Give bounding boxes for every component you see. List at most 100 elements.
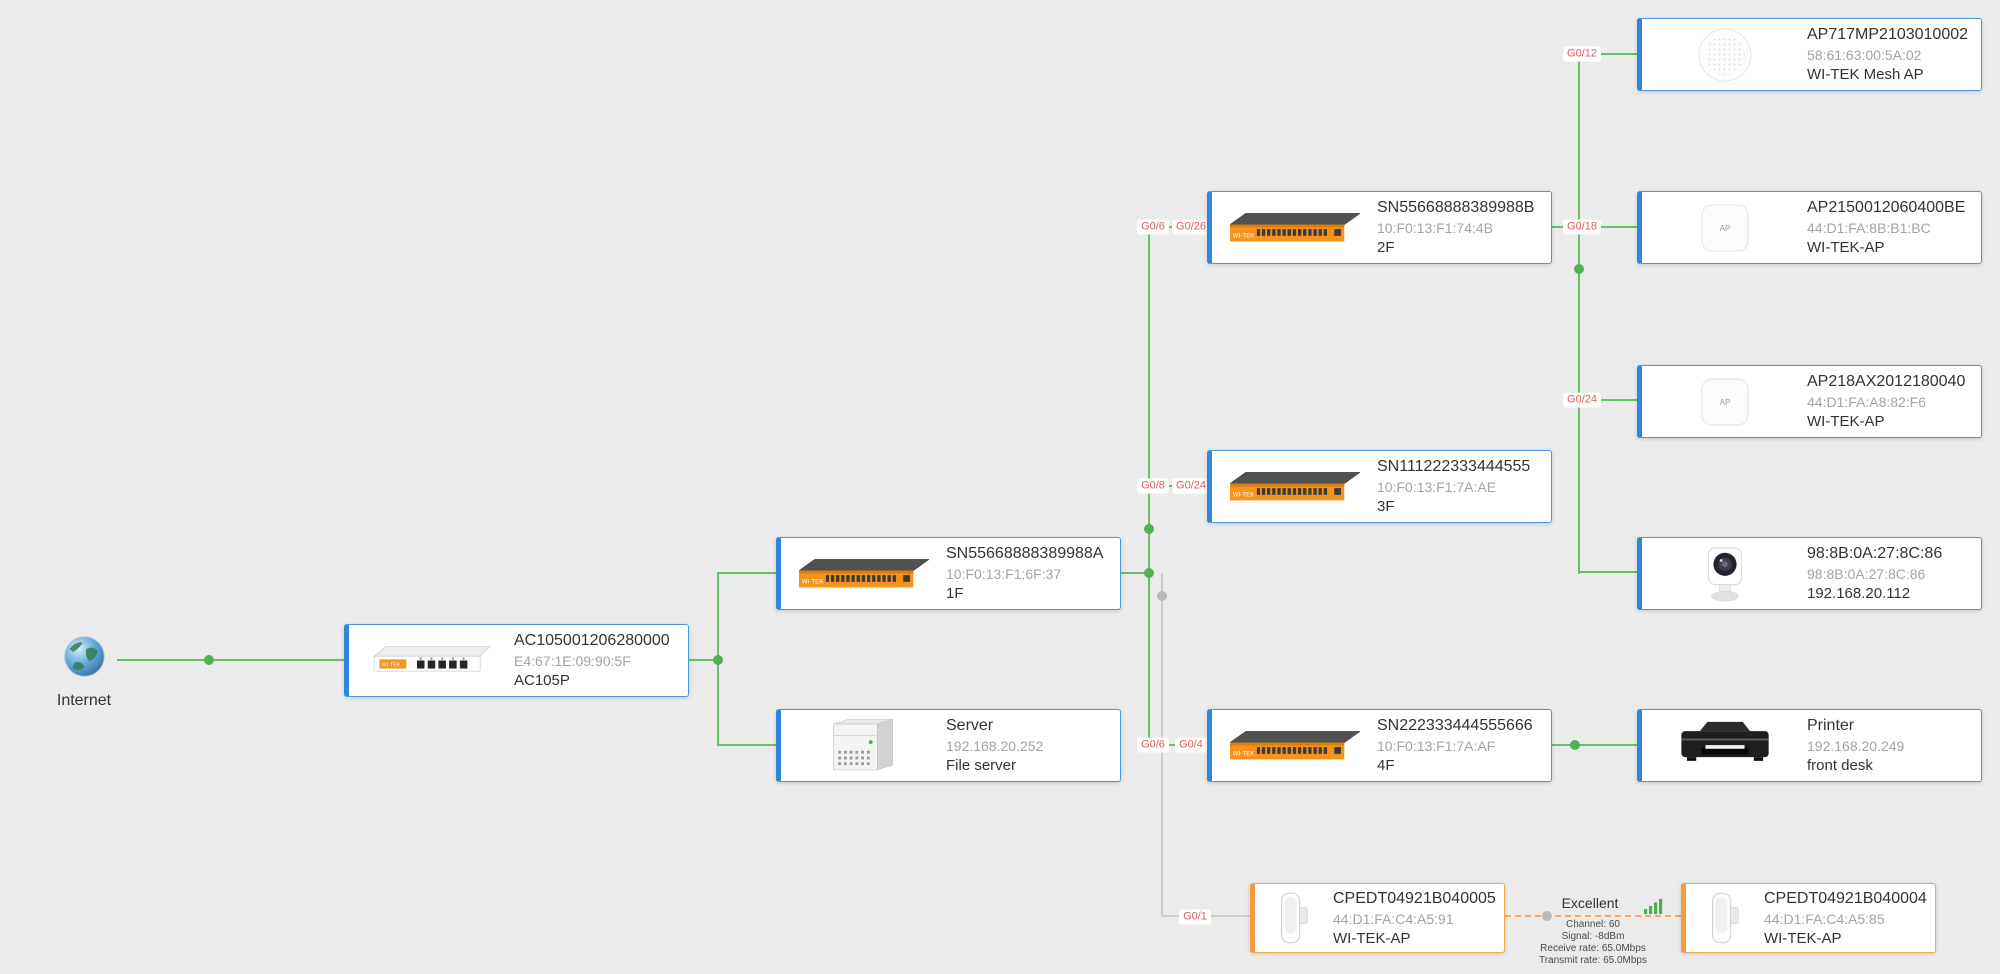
link-green-line	[1121, 572, 1149, 574]
signal-bars-icon	[1644, 898, 1664, 919]
node-title: SN111222333444555	[1377, 458, 1531, 475]
node-mac: 44:D1:FA:C4:A5:85	[1764, 910, 1885, 927]
link-green-line	[117, 659, 344, 661]
ap-icon	[1642, 202, 1807, 254]
switch-icon	[1212, 210, 1377, 246]
server-icon	[781, 716, 946, 776]
mesh-ap-icon	[1642, 27, 1807, 83]
node-mac: 10:F0:13:F1:6F:37	[946, 566, 1062, 582]
node-model: AC105P	[514, 672, 570, 689]
node-switch-4f[interactable]: SN222333444555666 10:F0:13:F1:7A:AF 4F	[1207, 709, 1552, 782]
node-title: AC105001206280000	[514, 632, 670, 649]
link-green-line	[1552, 744, 1637, 746]
link-green-line	[1579, 399, 1637, 401]
node-mac: 58:61:63:00:5A:02	[1807, 47, 1922, 63]
printer-icon	[1642, 720, 1807, 772]
node-mac: 44:D1:FA:A8:82:F6	[1807, 394, 1927, 410]
junction-dot-gray	[1157, 591, 1167, 601]
node-location: 4F	[1377, 757, 1395, 774]
node-server[interactable]: Server 192.168.20.252 File server	[776, 709, 1121, 782]
port-label-sw4f-uplink-local: G0/4	[1175, 737, 1207, 753]
node-switch-1f[interactable]: SN55668888389988A 10:F0:13:F1:6F:37 1F	[776, 537, 1121, 610]
node-ip: 192.168.20.249	[1807, 738, 1905, 754]
junction-dot	[713, 655, 723, 665]
node-mac: 10:F0:13:F1:74:4B	[1377, 220, 1493, 236]
wireless-channel: Channel: 60	[1566, 919, 1620, 930]
node-mac: 44:D1:FA:8B:B1:BC	[1807, 220, 1931, 236]
port-label-ap218-uplink: G0/24	[1563, 392, 1601, 408]
node-ip: 192.168.20.252	[946, 738, 1044, 754]
node-title: AP2150012060400BE	[1807, 199, 1966, 216]
link-green-line	[689, 659, 718, 661]
node-location: 1F	[946, 585, 964, 602]
ap-icon	[1642, 376, 1807, 428]
port-label-sw3f-uplink-local: G0/24	[1172, 478, 1210, 494]
cpe-icon	[1686, 890, 1764, 946]
node-title: Server	[946, 717, 994, 734]
port-label-sw3f-uplink-remote: G0/8	[1137, 478, 1169, 494]
wireless-receive-rate: Receive rate: 65.0Mbps	[1540, 943, 1646, 954]
node-title: 98:8B:0A:27:8C:86	[1807, 545, 1943, 562]
node-ac-controller[interactable]: AC105001206280000 E4:67:1E:09:90:5F AC10…	[344, 624, 689, 697]
node-title: CPEDT04921B040004	[1764, 889, 1927, 907]
node-type: WI-TEK-AP	[1764, 929, 1842, 947]
node-type: WI-TEK-AP	[1333, 929, 1411, 947]
node-type: WI-TEK Mesh AP	[1807, 66, 1924, 83]
node-title: Printer	[1807, 717, 1855, 734]
node-camera[interactable]: 98:8B:0A:27:8C:86 98:8B:0A:27:8C:86 192.…	[1637, 537, 1982, 610]
node-ap218[interactable]: AP218AX2012180040 44:D1:FA:A8:82:F6 WI-T…	[1637, 365, 1982, 438]
internet-node[interactable]	[62, 634, 107, 684]
switch-icon	[781, 556, 946, 592]
node-type: WI-TEK-AP	[1807, 239, 1885, 256]
router-icon	[349, 644, 514, 677]
port-label-mesh-uplink: G0/12	[1563, 46, 1601, 62]
node-mesh-ap[interactable]: AP717MP2103010002 58:61:63:00:5A:02 WI-T…	[1637, 18, 1982, 91]
node-location: 2F	[1377, 239, 1395, 256]
cpe-icon	[1255, 890, 1333, 946]
node-mac: E4:67:1E:09:90:5F	[514, 653, 631, 669]
wireless-signal: Signal: -8dBm	[1561, 931, 1625, 942]
link-green-line	[718, 744, 776, 746]
node-description: File server	[946, 757, 1017, 774]
node-title: CPEDT04921B040005	[1333, 889, 1496, 907]
node-cpe-004[interactable]: CPEDT04921B040004 44:D1:FA:C4:A5:85 WI-T…	[1681, 883, 1936, 953]
node-printer[interactable]: Printer 192.168.20.249 front desk	[1637, 709, 1982, 782]
node-ip: 192.168.20.112	[1807, 585, 1911, 602]
link-green-line	[1579, 53, 1637, 55]
link-green-line	[1579, 571, 1637, 573]
wireless-dashed-line	[1505, 915, 1681, 917]
junction-dot	[1144, 568, 1154, 578]
junction-dot	[204, 655, 214, 665]
wireless-quality-label: Excellent	[1561, 895, 1619, 911]
globe-icon	[62, 666, 107, 683]
junction-dot	[1144, 524, 1154, 534]
node-location: 3F	[1377, 498, 1395, 515]
port-label-ap215-uplink: G0/18	[1563, 219, 1601, 235]
node-type: WI-TEK-AP	[1807, 413, 1885, 430]
port-label-sw2f-uplink-local: G0/26	[1172, 219, 1210, 235]
wireless-link-details: Channel: 60 Signal: -8dBm Receive rate: …	[1539, 919, 1647, 967]
port-label-sw4f-uplink-remote: G0/6	[1137, 737, 1169, 753]
node-mac: 10:F0:13:F1:7A:AF	[1377, 738, 1496, 754]
camera-icon	[1642, 544, 1807, 604]
link-green-line	[718, 572, 776, 574]
switch-icon	[1212, 469, 1377, 505]
junction-dot	[1570, 740, 1580, 750]
node-title: SN222333444555666	[1377, 717, 1533, 734]
switch-icon	[1212, 728, 1377, 764]
node-title: AP218AX2012180040	[1807, 373, 1966, 390]
node-title: SN55668888389988A	[946, 545, 1104, 562]
node-mac: 44:D1:FA:C4:A5:91	[1333, 910, 1454, 927]
node-cpe-005[interactable]: CPEDT04921B040005 44:D1:FA:C4:A5:91 WI-T…	[1250, 883, 1505, 953]
node-switch-2f[interactable]: SN55668888389988B 10:F0:13:F1:74:4B 2F	[1207, 191, 1552, 264]
node-title: AP717MP2103010002	[1807, 26, 1969, 43]
node-ap215[interactable]: AP2150012060400BE 44:D1:FA:8B:B1:BC WI-T…	[1637, 191, 1982, 264]
wireless-transmit-rate: Transmit rate: 65.0Mbps	[1538, 955, 1648, 966]
port-label-sw2f-uplink-remote: G0/6	[1137, 219, 1169, 235]
node-description: front desk	[1807, 757, 1873, 774]
link-green-line	[1578, 53, 1580, 574]
node-switch-3f[interactable]: SN111222333444555 10:F0:13:F1:7A:AE 3F	[1207, 450, 1552, 523]
junction-dot	[1574, 264, 1584, 274]
node-mac: 98:8B:0A:27:8C:86	[1807, 566, 1926, 582]
